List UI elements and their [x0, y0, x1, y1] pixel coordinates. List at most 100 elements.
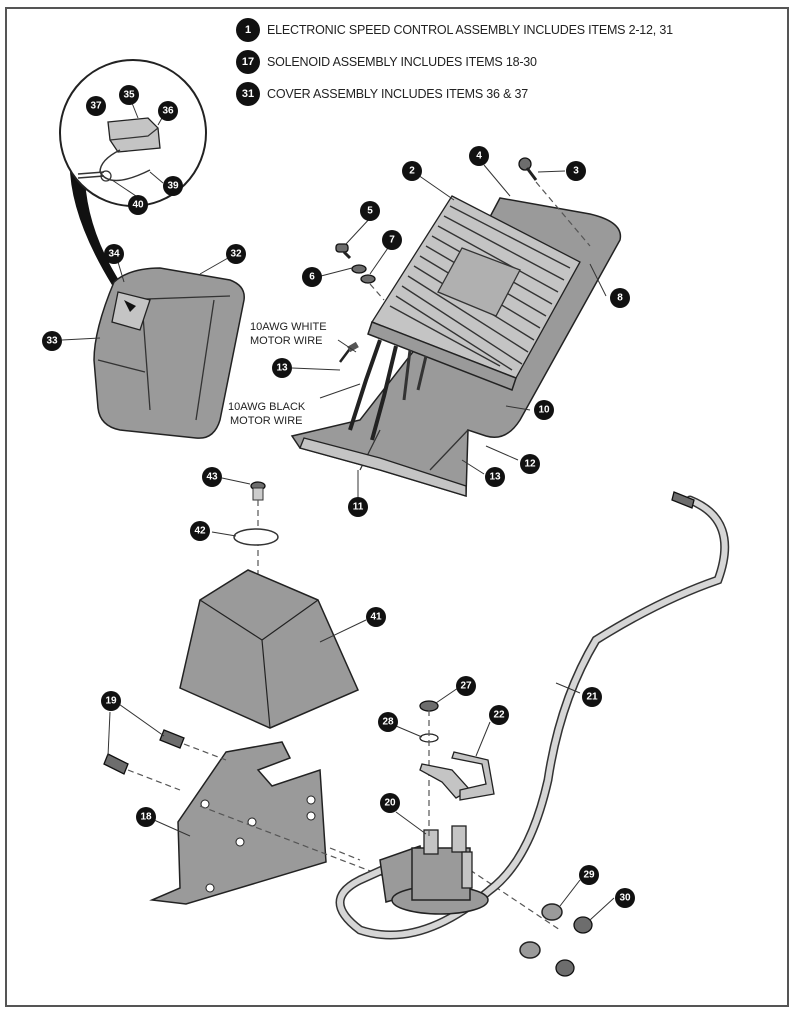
cable-21 — [335, 491, 730, 940]
callout-20: 20 — [380, 793, 400, 813]
callout-37: 37 — [86, 96, 106, 116]
legend-text: SOLENOID ASSEMBLY INCLUDES ITEMS 18-30 — [267, 55, 537, 69]
callout-40: 40 — [128, 195, 148, 215]
svg-text:19: 19 — [105, 696, 117, 707]
svg-text:33: 33 — [46, 336, 58, 347]
controller-cover — [93, 267, 245, 439]
callout-11: 11 — [348, 497, 368, 517]
svg-text:32: 32 — [230, 249, 242, 260]
callout-33: 33 — [42, 331, 62, 351]
svg-text:5: 5 — [367, 206, 373, 217]
svg-text:21: 21 — [586, 692, 598, 703]
washer-6 — [351, 264, 367, 274]
cable-terminal — [671, 491, 695, 509]
callout-32: 32 — [226, 244, 246, 264]
svg-text:7: 7 — [389, 235, 395, 246]
svg-text:18: 18 — [140, 812, 152, 823]
legend-badge: 1 — [236, 18, 260, 42]
wire-labels: 10AWG WHITE MOTOR WIRE 10AWG BLACK MOTOR… — [228, 321, 361, 427]
screw-5 — [335, 243, 352, 260]
white-wire-label-2: MOTOR WIRE — [250, 335, 323, 347]
black-wire-label-1: 10AWG BLACK — [228, 401, 306, 413]
washer-29-b — [519, 941, 541, 959]
legend-item: 1 ELECTRONIC SPEED CONTROL ASSEMBLY INCL… — [236, 17, 673, 43]
callout-41: 41 — [366, 607, 386, 627]
callout-6: 6 — [302, 267, 322, 287]
svg-text:42: 42 — [194, 526, 206, 537]
svg-text:30: 30 — [619, 893, 631, 904]
svg-text:37: 37 — [90, 101, 102, 112]
wiring-harness — [339, 339, 428, 441]
bolts-19 — [103, 729, 561, 931]
svg-text:43: 43 — [206, 472, 218, 483]
svg-text:29: 29 — [583, 870, 595, 881]
callout-34: 34 — [104, 244, 124, 264]
svg-text:8: 8 — [617, 293, 623, 304]
svg-text:13: 13 — [489, 472, 501, 483]
callout-28: 28 — [378, 712, 398, 732]
svg-text:3: 3 — [573, 166, 579, 177]
washer-7 — [360, 274, 376, 284]
callout-4: 4 — [469, 146, 489, 166]
svg-text:4: 4 — [476, 151, 482, 162]
svg-text:22: 22 — [493, 710, 505, 721]
svg-text:20: 20 — [384, 798, 396, 809]
callout-3: 3 — [566, 161, 586, 181]
legend-text: COVER ASSEMBLY INCLUDES ITEMS 36 & 37 — [267, 87, 528, 101]
svg-text:41: 41 — [370, 612, 382, 623]
hardware-items — [233, 157, 591, 600]
callout-13b: 13 — [485, 467, 505, 487]
svg-text:34: 34 — [108, 249, 120, 260]
callouts: 2 4 3 5 7 6 8 10 12 13 11 13 37 35 36 39… — [42, 85, 635, 908]
nut-43 — [250, 481, 266, 501]
legend-badge: 17 — [236, 50, 260, 74]
legend-item: 17 SOLENOID ASSEMBLY INCLUDES ITEMS 18-3… — [236, 49, 673, 75]
svg-text:36: 36 — [162, 106, 174, 117]
callout-42: 42 — [190, 521, 210, 541]
legend-item: 31 COVER ASSEMBLY INCLUDES ITEMS 36 & 37 — [236, 81, 673, 107]
callout-30: 30 — [615, 888, 635, 908]
svg-text:27: 27 — [460, 681, 472, 692]
diagram-frame — [5, 7, 789, 1007]
svg-text:6: 6 — [309, 272, 315, 283]
svg-text:28: 28 — [382, 717, 394, 728]
callout-7: 7 — [382, 230, 402, 250]
washer-29 — [541, 903, 563, 921]
nut-30-b — [555, 959, 575, 977]
svg-text:2: 2 — [409, 166, 415, 177]
svg-text:11: 11 — [353, 502, 364, 513]
callout-13a: 13 — [272, 358, 292, 378]
svg-text:40: 40 — [132, 200, 144, 211]
legend-text: ELECTRONIC SPEED CONTROL ASSEMBLY INCLUD… — [267, 23, 673, 37]
callout-18: 18 — [136, 807, 156, 827]
callout-39: 39 — [163, 176, 183, 196]
callout-8: 8 — [610, 288, 630, 308]
svg-text:35: 35 — [123, 90, 135, 101]
washer-42 — [233, 528, 279, 546]
callout-29: 29 — [579, 865, 599, 885]
svg-text:10: 10 — [538, 405, 550, 416]
svg-text:13: 13 — [276, 363, 288, 374]
nut-27 — [419, 700, 439, 712]
strap-22-b — [451, 751, 495, 801]
callout-21: 21 — [582, 687, 602, 707]
screw-3 — [518, 157, 538, 181]
callout-12: 12 — [520, 454, 540, 474]
svg-text:39: 39 — [167, 181, 179, 192]
speed-controller — [367, 195, 581, 391]
callout-5: 5 — [360, 201, 380, 221]
mounting-bracket — [149, 741, 327, 905]
legend-badge: 31 — [236, 82, 260, 106]
callout-27: 27 — [456, 676, 476, 696]
assembly-legend: 1 ELECTRONIC SPEED CONTROL ASSEMBLY INCL… — [236, 17, 673, 113]
leader-lines — [61, 164, 615, 921]
callout-10: 10 — [534, 400, 554, 420]
solenoid — [379, 825, 489, 915]
callout-35: 35 — [119, 85, 139, 105]
callout-43: 43 — [202, 467, 222, 487]
callout-22: 22 — [489, 705, 509, 725]
strap-22-a — [419, 763, 472, 799]
black-wire-label-2: MOTOR WIRE — [230, 415, 303, 427]
callout-19: 19 — [101, 691, 121, 711]
